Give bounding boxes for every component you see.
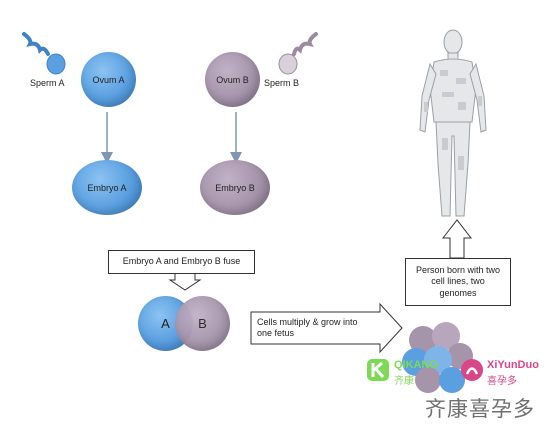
sperm-b-icon	[278, 32, 318, 75]
fuse-label: Embryo A and Embryo B fuse	[122, 256, 241, 267]
sperm-a-icon	[22, 32, 66, 75]
ovum-a: Ovum A	[81, 52, 136, 107]
fuse-label-box: Embryo A and Embryo B fuse	[108, 250, 255, 274]
watermark-footer: 齐康喜孕多	[425, 398, 535, 421]
ovum-a-label: Ovum A	[92, 74, 125, 85]
embryo-b-label: Embryo B	[215, 182, 255, 193]
person-label-box: Person born with two cell lines, two gen…	[405, 258, 511, 306]
human-body-icon	[419, 29, 487, 217]
fuse-down-arrow	[168, 271, 202, 291]
ovum-b: Ovum B	[205, 52, 260, 107]
fused-cell-a-label: A	[161, 316, 170, 331]
xiyunduo-latin: XiYunDuo	[487, 359, 539, 371]
multiply-right-arrow	[250, 302, 403, 354]
multiply-label: Cells multiply & grow into one fetus	[257, 317, 358, 339]
xiyunduo-cjk: 喜孕多	[487, 376, 517, 387]
fused-cell-b-label: B	[198, 316, 207, 331]
embryo-a-label: Embryo A	[87, 182, 127, 193]
person-label: Person born with two cell lines, two gen…	[415, 265, 501, 298]
sperm-a-label: Sperm A	[30, 78, 65, 88]
fused-cell-b: B	[175, 296, 230, 351]
qikang-cjk: 齐康	[394, 376, 414, 387]
embryo-b: Embryo B	[200, 160, 270, 215]
person-up-arrow	[441, 219, 473, 259]
sperm-b-label: Sperm B	[264, 78, 300, 88]
embryo-a: Embryo A	[72, 160, 142, 215]
ovum-b-label: Ovum B	[216, 74, 249, 85]
xiyunduo-logo-icon	[461, 359, 483, 381]
qikang-logo-icon	[367, 359, 389, 381]
qikang-latin: QIKANG	[394, 359, 438, 371]
